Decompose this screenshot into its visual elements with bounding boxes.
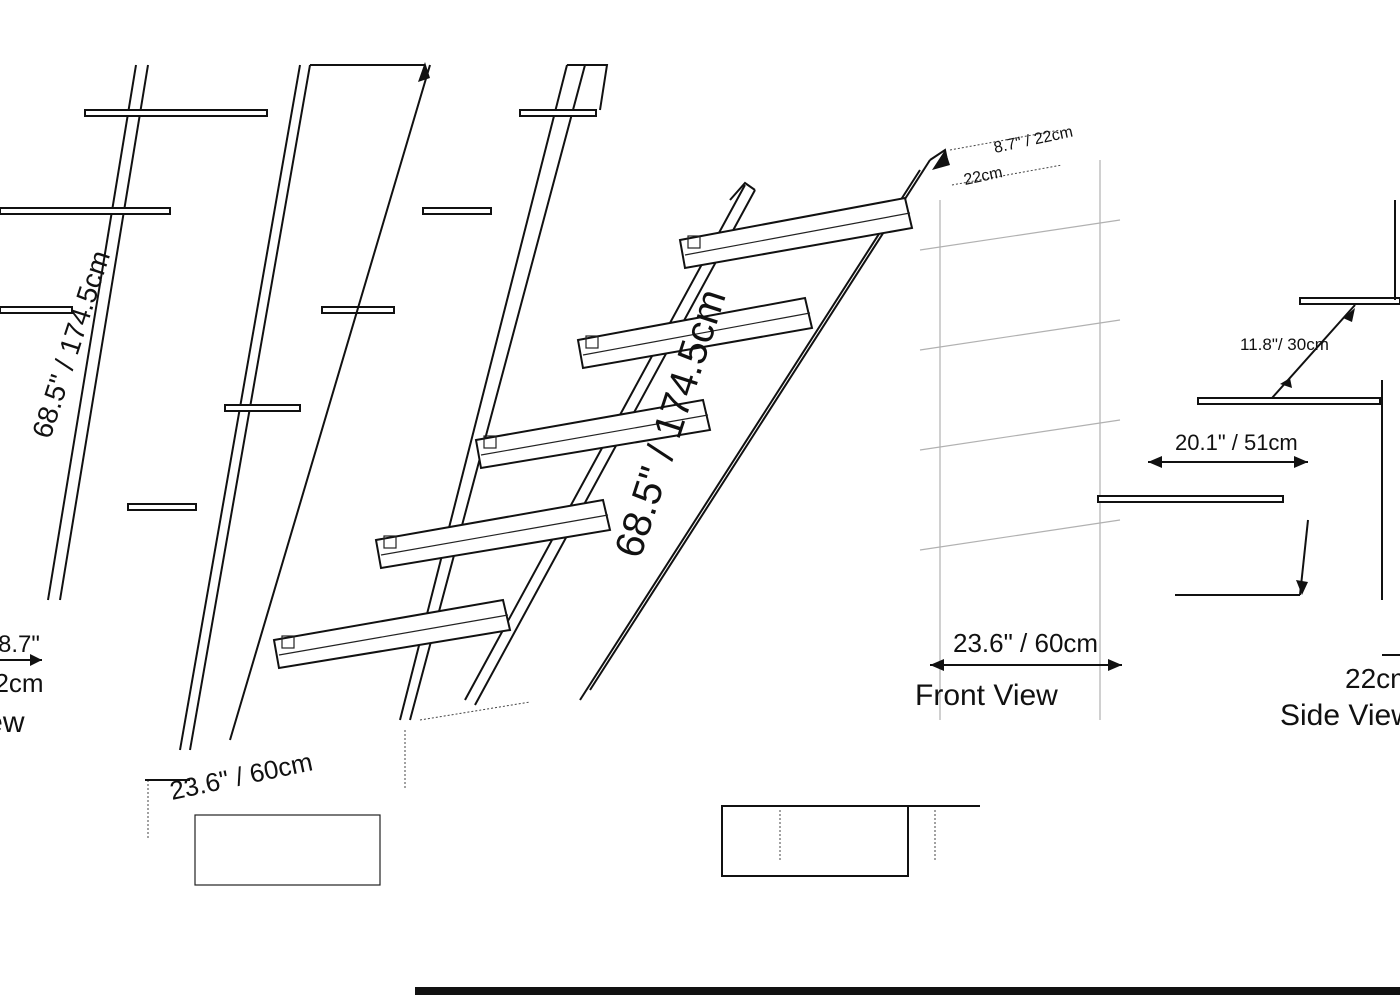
side-view-title: Side View xyxy=(1280,699,1400,732)
side-shelf xyxy=(1197,397,1381,405)
side-view xyxy=(1097,200,1400,656)
arrow-right-icon xyxy=(1294,456,1308,468)
side-width-label: 20.1" / 51cm xyxy=(1175,430,1298,455)
left-shelf xyxy=(84,109,268,117)
left-rail-back-inner xyxy=(47,64,137,601)
side-shelf xyxy=(1097,495,1284,503)
arrow-right-icon xyxy=(30,654,42,666)
rail-front-right xyxy=(589,159,931,691)
left-rail-back xyxy=(59,64,149,601)
left-view-title: View xyxy=(0,706,25,739)
iso-depth-label: 8.7" / 22cm xyxy=(992,124,1074,157)
side-gap-label: 11.8"/ 30cm xyxy=(1240,335,1329,354)
shelf-5 xyxy=(272,598,512,670)
shelf-3 xyxy=(474,398,712,470)
front-width-label: 23.6" / 60cm xyxy=(953,628,1098,658)
arrow-down-icon xyxy=(1296,580,1308,595)
rail-top-cap xyxy=(729,181,756,201)
side-shelf xyxy=(1299,297,1400,305)
arrow-up-icon xyxy=(418,62,430,82)
left-top-bracket xyxy=(567,64,609,111)
base-box xyxy=(721,805,980,877)
left-shelf xyxy=(224,404,301,412)
left-base-outline xyxy=(194,814,381,886)
hatch-guide xyxy=(949,129,1061,151)
side-depth-label: 22cm xyxy=(1345,663,1400,694)
arrow-left-icon xyxy=(1148,456,1162,468)
hatch-guide xyxy=(419,701,531,721)
left-depth-cm-label: 22cm xyxy=(0,668,44,698)
front-view-title: Front View xyxy=(915,679,1058,712)
arrow-down-icon xyxy=(1280,378,1292,388)
shelf-1 xyxy=(678,196,914,270)
front-view xyxy=(919,160,1121,720)
isometric-ladder xyxy=(272,129,1063,706)
hatch-guide xyxy=(951,164,1063,186)
left-shelf xyxy=(127,503,197,511)
shelf-2 xyxy=(576,296,814,370)
left-depth-label: 8.7" xyxy=(0,631,40,658)
left-shelf xyxy=(422,207,492,215)
left-shelf xyxy=(0,306,73,314)
arrow-right-icon xyxy=(1108,659,1122,671)
left-rail-right xyxy=(399,64,568,721)
left-partial-view xyxy=(0,62,609,886)
arrow-up-icon xyxy=(932,150,950,170)
left-shelf xyxy=(519,109,597,117)
front-width-dimension xyxy=(930,659,1122,671)
left-height-dimension xyxy=(229,64,431,741)
iso-width-label: 23.6" / 60cm xyxy=(167,746,315,806)
shelf-4 xyxy=(374,498,612,570)
arrow-left-icon xyxy=(930,659,944,671)
left-shelf xyxy=(0,207,171,215)
iso-depth-cm-label: 22cm xyxy=(962,164,1004,189)
rail-front-right-inner xyxy=(579,169,921,701)
rail-back-left-inner xyxy=(474,189,756,706)
arrow-up-icon xyxy=(1343,308,1355,322)
